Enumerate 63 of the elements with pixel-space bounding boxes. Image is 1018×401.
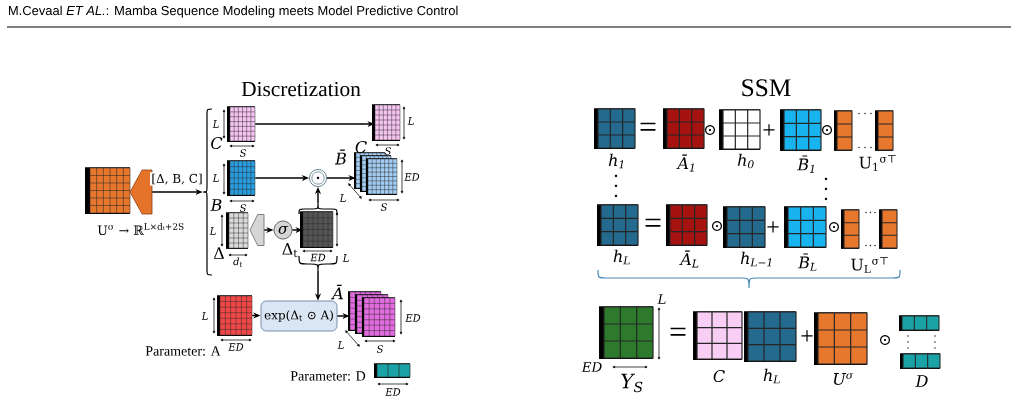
panel-title: Discretization: [241, 81, 361, 97]
operator-symbol: =: [670, 327, 686, 336]
dimension-label: ED: [404, 173, 420, 181]
matrix-label: h$_{L}$: [763, 368, 780, 384]
dimension-label: L: [212, 120, 219, 128]
matrix-label: Ā$_{1}$: [676, 154, 694, 172]
matrix-label: B̄: [334, 149, 346, 165]
dimension-label: L: [657, 294, 666, 304]
dimension-label: S: [380, 203, 387, 211]
matrix-label: h$_{1}$: [608, 153, 624, 169]
panel-title: SSM: [742, 79, 791, 97]
tensor-label: U$^{σ}$ → ℝ$^{L×dₜ+2S}$: [97, 223, 184, 235]
matrix-label: h$_{L−1}$: [740, 251, 772, 267]
dimension-label: S: [384, 147, 391, 155]
dimension-label: S: [239, 204, 246, 212]
matrix-label: B: [210, 199, 222, 211]
running-header: M.Cevaal ET AL.: Mamba Sequence Modeling meets Model Predictive Control: [9, 5, 458, 18]
dimension-label: d$_{t}$: [233, 257, 243, 267]
matrix-label: h$_{0}$: [737, 153, 754, 169]
operator-symbol: ⊙: [705, 125, 715, 135]
matrix-label: C: [211, 136, 223, 150]
matrix-label: D: [915, 375, 928, 387]
operator-symbol: ⊙: [822, 125, 832, 135]
operator-symbol: =: [640, 122, 656, 131]
operator-symbol: ⊙: [712, 221, 722, 231]
dimension-label: L: [339, 194, 346, 202]
matrix-label: Δ: [213, 247, 225, 259]
parameter-label: Parameter: A: [145, 346, 221, 356]
dimension-label: ED: [310, 253, 326, 262]
matrix-label: h$_{L}$: [613, 249, 630, 265]
parameter-label: Parameter: D: [290, 371, 366, 381]
operator-symbol: +: [801, 330, 813, 342]
matrix-label: Ā: [331, 284, 343, 300]
matrix-label: U$_{L}$σ⊤: [851, 257, 888, 273]
dimension-label: ED: [385, 388, 401, 396]
matrix-label: U$_{1}$σ⊤: [859, 155, 896, 171]
dimension-label: ED: [228, 343, 244, 351]
matrix-label: B̄$_{L}$: [798, 253, 817, 271]
dimension-label: ED: [581, 362, 602, 372]
operator-symbol: +: [763, 124, 775, 136]
matrix-label: B̄$_{1}$: [797, 155, 814, 173]
matrix-label: Ā$_{L}$: [679, 250, 699, 268]
operation-box: exp(Δ$_{t}$ ⊙ A): [260, 300, 338, 332]
dimension-label: S: [239, 149, 246, 157]
matrix-label: C: [355, 140, 367, 154]
matrix-label: U$^{σ}$: [834, 373, 854, 385]
matrix-label: Y$_{S}$: [621, 373, 643, 393]
dimension-label: L: [337, 341, 344, 349]
operator-symbol: +: [767, 221, 779, 233]
dimension-label: L: [212, 174, 219, 182]
dimension-label: ED: [405, 314, 421, 322]
hadamard-circle: [309, 169, 327, 187]
operator-symbol: ⊙: [880, 335, 890, 345]
edge-label: [Δ, B, C]: [150, 172, 204, 186]
operator-symbol: ⊙: [829, 222, 839, 232]
matrix-label: C: [713, 369, 725, 383]
matrix-label: Δ$_{t}$: [282, 242, 298, 258]
dimension-label: S: [376, 345, 383, 353]
dimension-label: L: [201, 312, 208, 320]
projection-trapezoid: [129, 169, 153, 215]
operator-symbol: =: [645, 218, 661, 227]
dimension-label: L: [209, 227, 216, 235]
projection-trapezoid: [249, 214, 265, 246]
